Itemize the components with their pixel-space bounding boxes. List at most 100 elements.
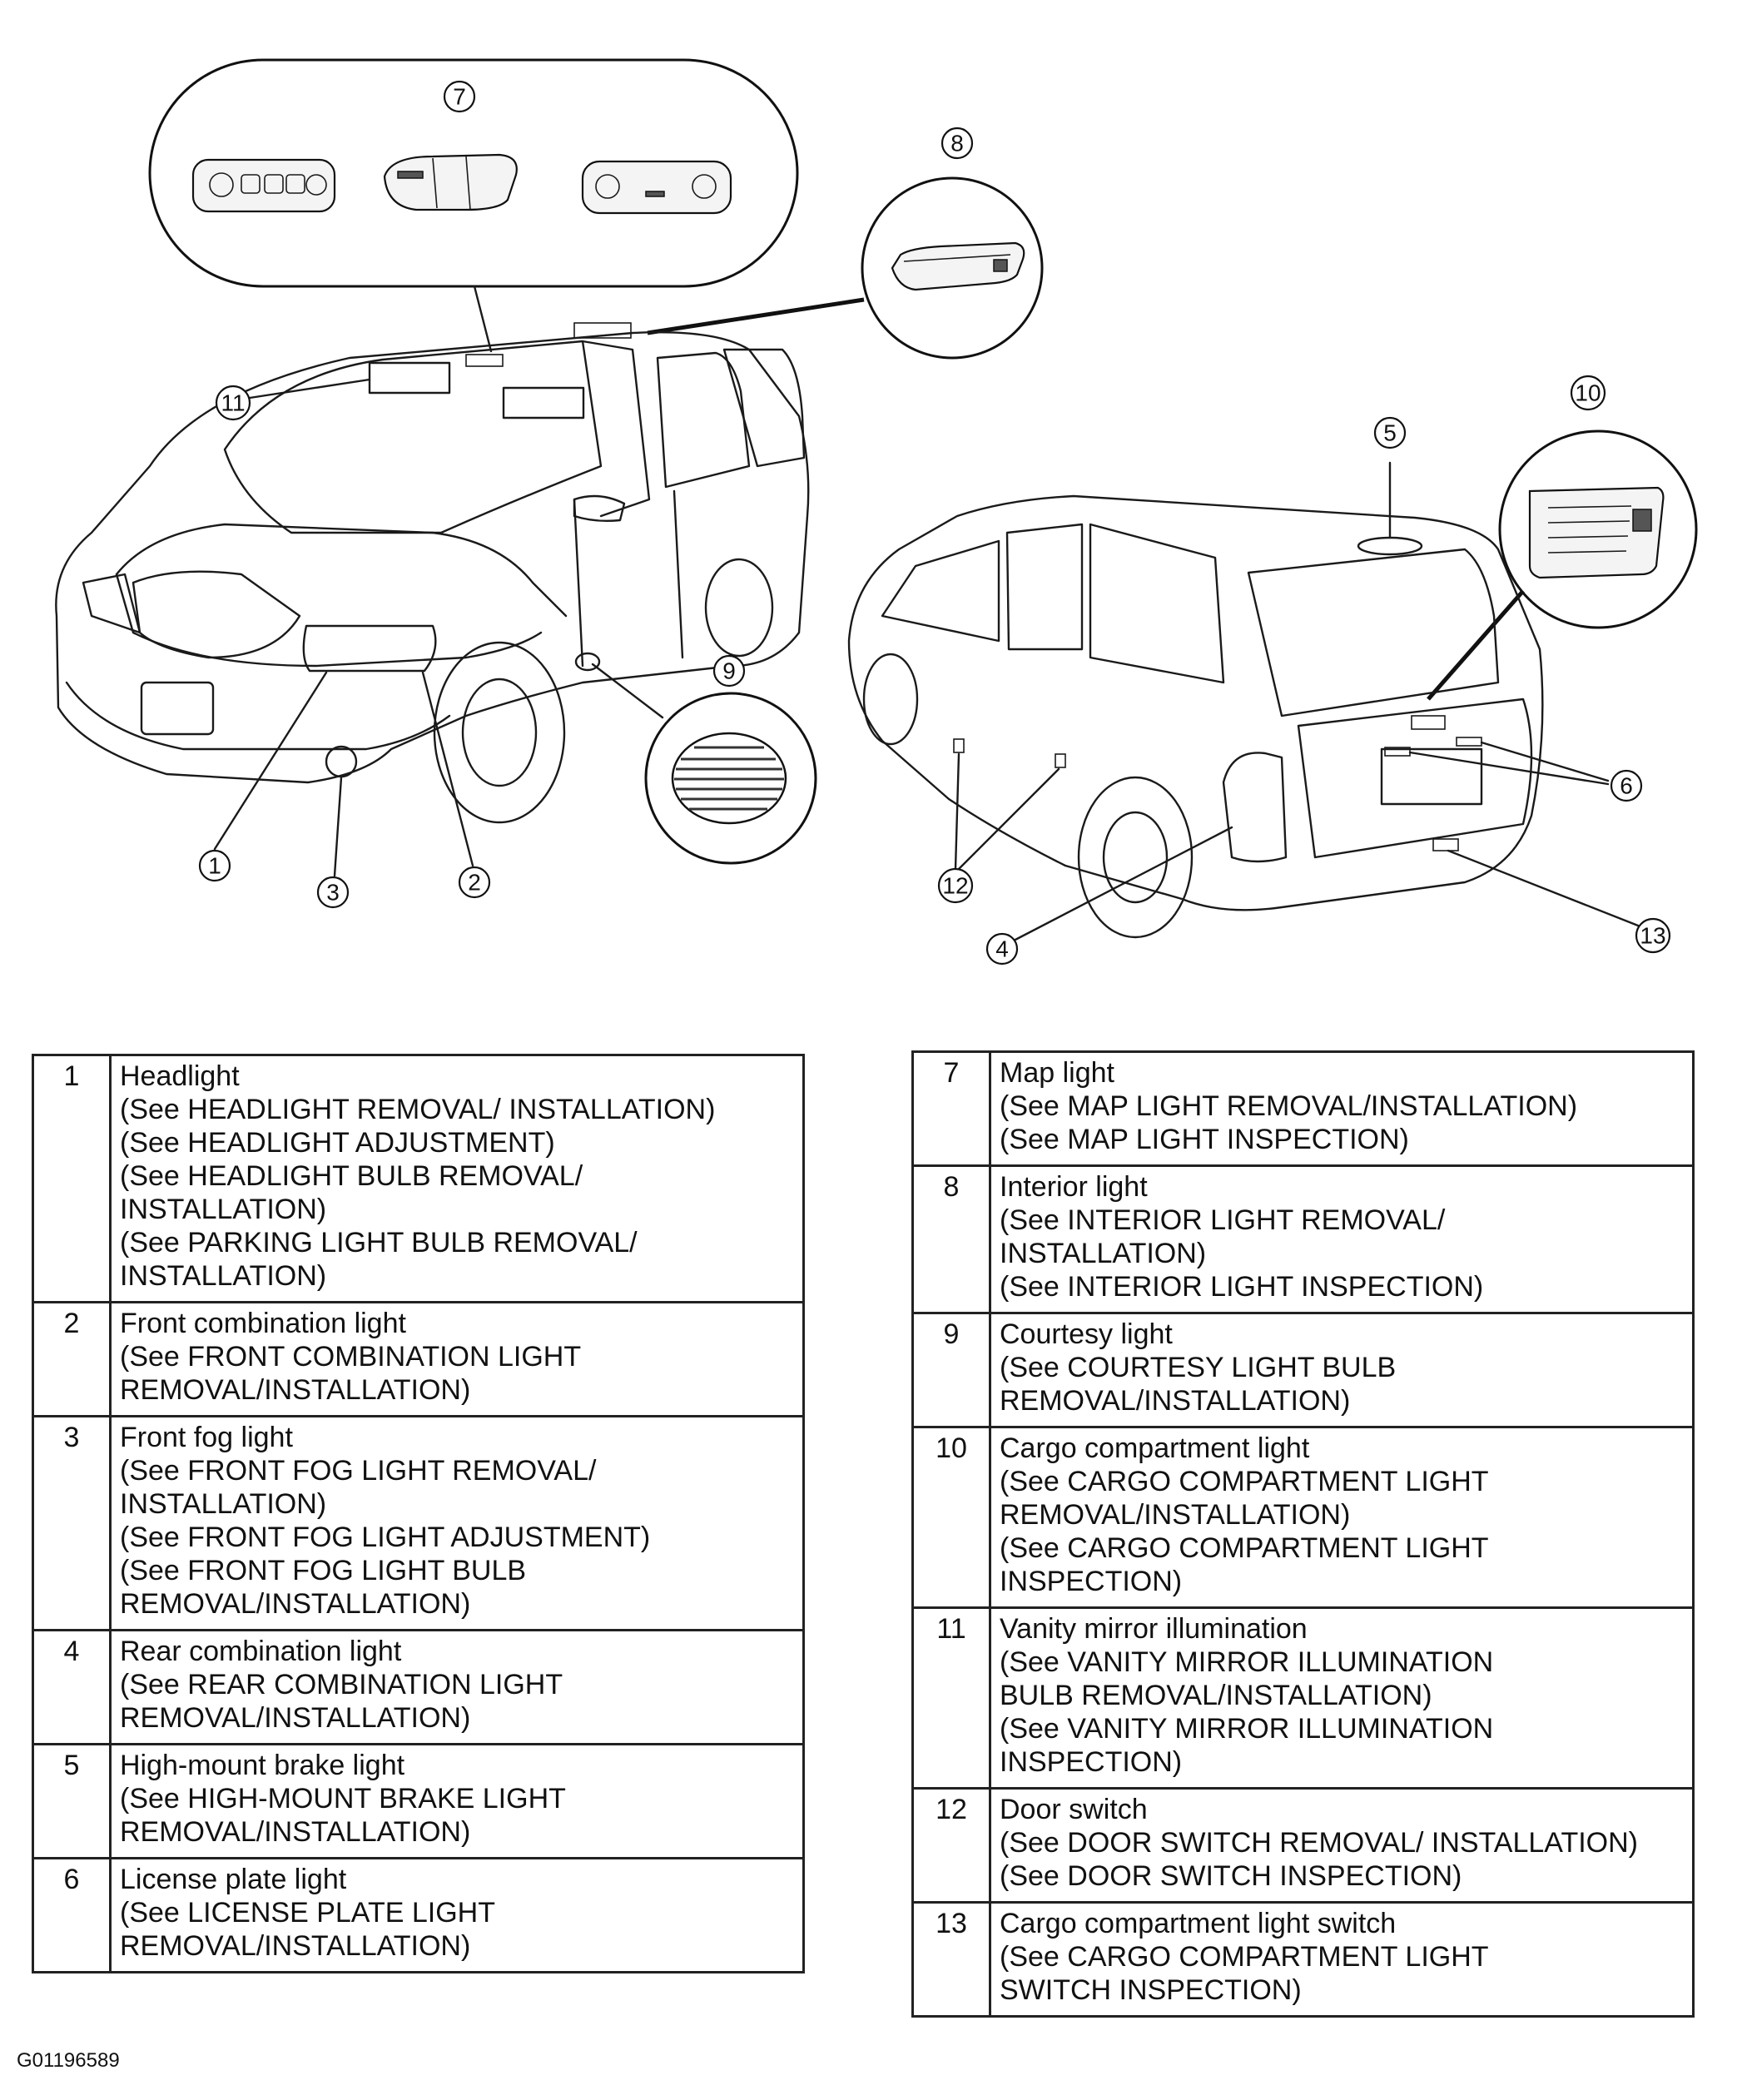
item-reference: (See COURTESY LIGHT BULB (1000, 1352, 1397, 1383)
item-title: High-mount brake light (120, 1750, 405, 1781)
svg-text:10: 10 (1575, 380, 1601, 406)
cargo-light-bubble (1427, 429, 1698, 701)
item-title: Cargo compartment light (1000, 1432, 1310, 1464)
item-reference: REMOVAL/INSTALLATION) (120, 1374, 471, 1406)
item-reference: (See HEADLIGHT REMOVAL/ INSTALLATION) (120, 1094, 716, 1125)
callout-3: 3 (316, 876, 350, 909)
svg-text:6: 6 (1620, 773, 1633, 799)
vehicle-illustration: 7 8 11 10 5 9 6 1 2 3 12 4 (55, 58, 1698, 966)
callout-1: 1 (198, 849, 231, 882)
item-reference: (See MAP LIGHT REMOVAL/INSTALLATION) (1000, 1090, 1578, 1122)
item-title: Door switch (1000, 1794, 1148, 1825)
item-description: Door switch(See DOOR SWITCH REMOVAL/ INS… (989, 1787, 1695, 1904)
item-reference: INSTALLATION) (1000, 1238, 1207, 1269)
item-description: Interior light(See INTERIOR LIGHT REMOVA… (989, 1164, 1695, 1314)
callout-10: 10 (1570, 375, 1606, 411)
item-description: Front combination light(See FRONT COMBIN… (109, 1301, 805, 1417)
item-number: 13 (911, 1901, 991, 2018)
svg-text:2: 2 (468, 870, 481, 896)
item-number: 5 (32, 1743, 112, 1859)
callout-5: 5 (1373, 416, 1407, 449)
callout-9: 9 (712, 654, 746, 688)
item-reference: (See INTERIOR LIGHT REMOVAL/ (1000, 1204, 1446, 1236)
item-reference: (See CARGO COMPARTMENT LIGHT (1000, 1466, 1489, 1497)
item-number: 2 (32, 1301, 112, 1417)
callout-11: 11 (215, 385, 251, 421)
svg-text:5: 5 (1383, 420, 1397, 446)
item-reference: (See HEADLIGHT BULB REMOVAL/ (120, 1160, 583, 1192)
item-reference: (See DOOR SWITCH INSPECTION) (1000, 1860, 1462, 1892)
item-reference: (See REAR COMBINATION LIGHT (120, 1669, 563, 1700)
item-title: Front combination light (120, 1308, 406, 1339)
svg-text:9: 9 (722, 658, 736, 684)
callout-2: 2 (458, 866, 491, 899)
item-description: Cargo compartment light switch(See CARGO… (989, 1901, 1695, 2018)
svg-text:12: 12 (942, 873, 968, 899)
item-reference: (See HIGH-MOUNT BRAKE LIGHT (120, 1783, 566, 1815)
item-description: High-mount brake light(See HIGH-MOUNT BR… (109, 1743, 805, 1859)
item-reference: INSPECTION) (1000, 1566, 1183, 1597)
item-reference: (See VANITY MIRROR ILLUMINATION (1000, 1713, 1494, 1745)
item-reference: (See VANITY MIRROR ILLUMINATION (1000, 1646, 1494, 1678)
item-title: Headlight (120, 1060, 240, 1092)
item-title: Cargo compartment light switch (1000, 1908, 1397, 1939)
callout-8: 8 (941, 127, 974, 160)
item-reference: (See FRONT FOG LIGHT REMOVAL/ (120, 1455, 597, 1487)
item-reference: (See INTERIOR LIGHT INSPECTION) (1000, 1271, 1484, 1303)
item-reference: REMOVAL/INSTALLATION) (1000, 1385, 1351, 1417)
item-reference: BULB REMOVAL/INSTALLATION) (1000, 1680, 1432, 1711)
vehicle-lighting-diagram: 7 8 11 10 5 9 6 1 2 3 12 4 (0, 0, 1747, 999)
item-title: License plate light (120, 1864, 347, 1895)
item-reference: (See FRONT FOG LIGHT ADJUSTMENT) (120, 1522, 651, 1553)
leader-lines (213, 378, 1640, 942)
map-light-variant-3 (581, 160, 732, 215)
item-reference: (See FRONT FOG LIGHT BULB (120, 1555, 527, 1586)
figure-id: G01196589 (17, 2049, 120, 2072)
svg-text:8: 8 (950, 131, 964, 156)
callout-6: 6 (1610, 769, 1643, 802)
item-title: Interior light (1000, 1171, 1148, 1203)
item-reference: (See PARKING LIGHT BULB REMOVAL/ (120, 1227, 638, 1259)
item-reference: (See HEADLIGHT ADJUSTMENT) (120, 1127, 555, 1159)
item-reference: REMOVAL/INSTALLATION) (120, 1588, 471, 1620)
interior-light-bubble (647, 176, 1044, 360)
item-reference: (See CARGO COMPARTMENT LIGHT (1000, 1532, 1489, 1564)
item-description: Headlight(See HEADLIGHT REMOVAL/ INSTALL… (109, 1054, 805, 1303)
svg-text:7: 7 (453, 84, 466, 110)
svg-text:3: 3 (326, 880, 340, 906)
item-description: License plate light(See LICENSE PLATE LI… (109, 1857, 805, 1973)
item-title: Front fog light (120, 1422, 293, 1453)
item-description: Map light(See MAP LIGHT REMOVAL/INSTALLA… (989, 1050, 1695, 1167)
svg-text:4: 4 (995, 936, 1009, 962)
callout-7: 7 (443, 80, 476, 113)
item-reference: INSTALLATION) (120, 1260, 327, 1292)
callout-4: 4 (985, 932, 1019, 966)
svg-text:13: 13 (1640, 923, 1665, 949)
item-number: 8 (911, 1164, 991, 1314)
item-number: 7 (911, 1050, 991, 1167)
svg-text:1: 1 (208, 853, 221, 879)
map-light-variant-2 (383, 153, 518, 211)
item-reference: (See LICENSE PLATE LIGHT (120, 1897, 495, 1929)
front-vehicle (55, 322, 810, 824)
item-reference: REMOVAL/INSTALLATION) (120, 1930, 471, 1962)
table-row: 3 Front fog light(See FRONT FOG LIGHT REM… (32, 1415, 805, 1631)
item-reference: (See MAP LIGHT INSPECTION) (1000, 1124, 1409, 1155)
item-title: Map light (1000, 1057, 1114, 1089)
item-number: 3 (32, 1415, 112, 1631)
item-title: Courtesy light (1000, 1318, 1173, 1350)
item-reference: INSTALLATION) (120, 1488, 327, 1520)
courtesy-light-bubble (591, 663, 817, 865)
item-reference: REMOVAL/INSTALLATION) (120, 1816, 471, 1848)
item-number: 11 (911, 1606, 991, 1790)
